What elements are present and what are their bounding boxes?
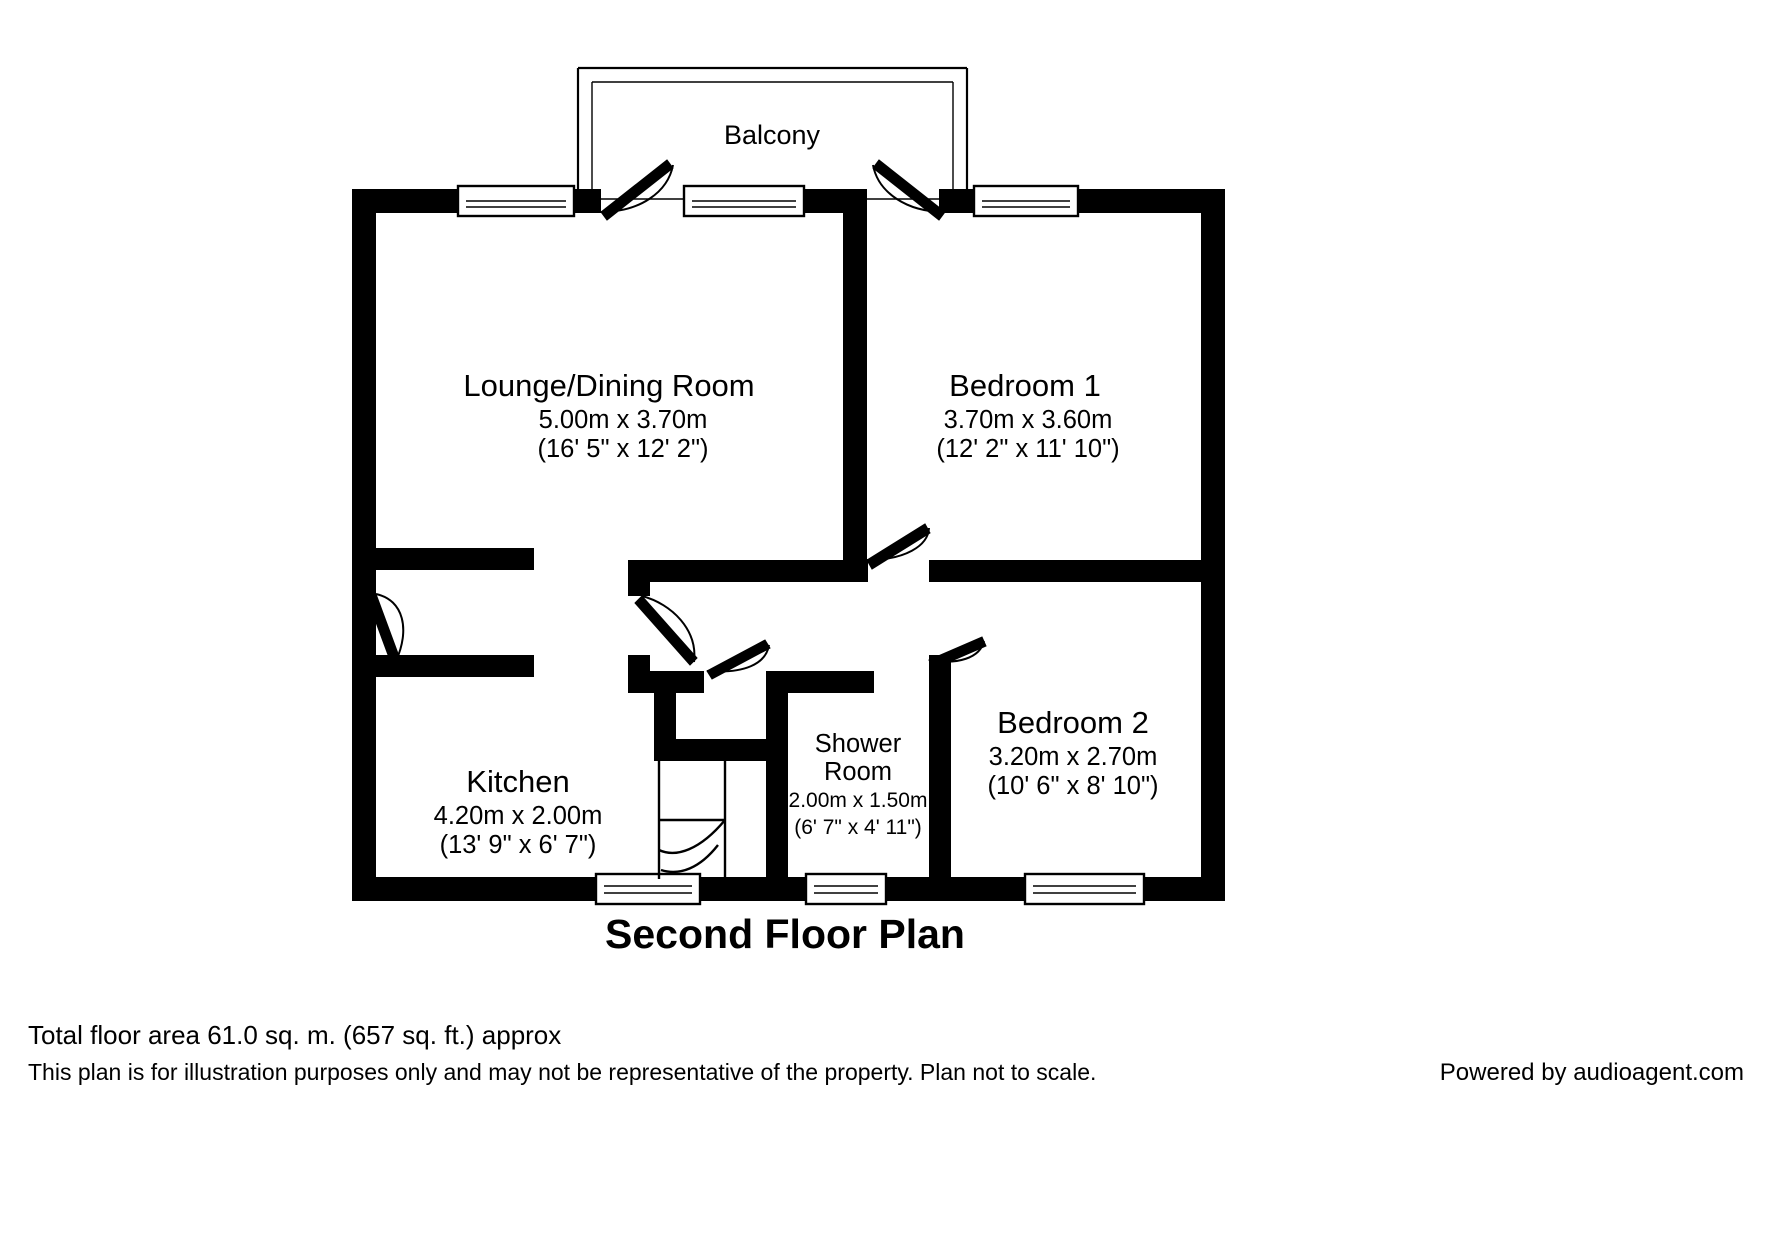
door-hall-lounge bbox=[634, 595, 698, 666]
window-bedroom1-top bbox=[972, 184, 1080, 218]
doors bbox=[366, 159, 987, 680]
brand-credit: Powered by audioagent.com bbox=[1440, 1059, 1744, 1086]
room-label-bedroom2-metric: 3.20m x 2.70m bbox=[989, 743, 1158, 771]
page-title: Second Floor Plan bbox=[605, 911, 965, 957]
interior-walls bbox=[352, 189, 1225, 879]
room-label-kitchen-name: Kitchen bbox=[466, 764, 569, 799]
window-kitchen-bottom bbox=[594, 872, 702, 906]
room-label-kitchen-imperial: (13' 9" x 6' 7") bbox=[440, 831, 597, 859]
disclaimer-text: This plan is for illustration purposes o… bbox=[28, 1059, 1096, 1085]
room-label-lounge-metric: 5.00m x 3.70m bbox=[539, 406, 708, 434]
windows bbox=[456, 184, 1146, 906]
room-label-lounge-imperial: (16' 5" x 12' 2") bbox=[537, 435, 708, 463]
room-label-kitchen-metric: 4.20m x 2.00m bbox=[434, 802, 603, 830]
room-label-shower-metric: 2.00m x 1.50m bbox=[789, 789, 928, 812]
total-floor-area: Total floor area 61.0 sq. m. (657 sq. ft… bbox=[28, 1020, 561, 1050]
room-label-bedroom1-name: Bedroom 1 bbox=[949, 368, 1101, 403]
balcony-label: Balcony bbox=[724, 120, 821, 150]
stairs bbox=[657, 761, 727, 879]
room-label-bedroom2-imperial: (10' 6" x 8' 10") bbox=[987, 772, 1158, 800]
door-lounge-hall bbox=[366, 593, 405, 664]
window-shower-bottom bbox=[804, 872, 888, 906]
room-label-lounge-name: Lounge/Dining Room bbox=[463, 368, 754, 403]
door-hall-shower bbox=[706, 639, 771, 680]
door-balcony-bedroom1 bbox=[872, 159, 946, 221]
room-label-bedroom2-name: Bedroom 2 bbox=[997, 705, 1149, 740]
exterior-walls bbox=[352, 189, 1225, 901]
footer: Total floor area 61.0 sq. m. (657 sq. ft… bbox=[28, 1020, 1744, 1086]
room-label-bedroom1-metric: 3.70m x 3.60m bbox=[944, 406, 1113, 434]
window-balcony-middle bbox=[682, 184, 806, 218]
labels: Balcony Lounge/Dining Room 5.00m x 3.70m… bbox=[434, 120, 1159, 957]
door-balcony-lounge bbox=[600, 159, 674, 221]
door-hall-bedroom2 bbox=[928, 636, 987, 670]
room-label-shower-imperial: (6' 7" x 4' 11") bbox=[794, 816, 922, 839]
window-lounge-top bbox=[456, 184, 576, 218]
room-label-bedroom1-imperial: (12' 2" x 11' 10") bbox=[936, 435, 1119, 463]
room-label-shower-name1: Shower bbox=[815, 730, 902, 758]
window-bedroom2-bottom bbox=[1023, 872, 1146, 906]
room-label-shower-name2: Room bbox=[824, 758, 892, 786]
door-hall-bedroom1 bbox=[866, 523, 931, 570]
